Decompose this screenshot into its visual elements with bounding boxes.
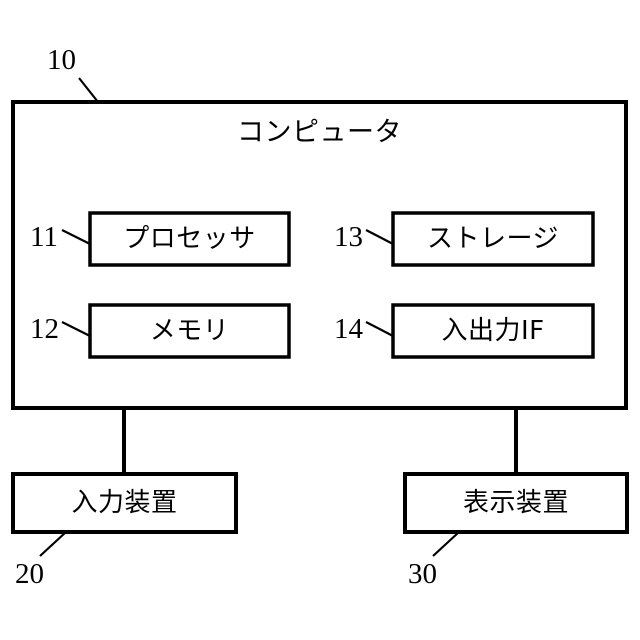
- reference-numeral-12: 12: [30, 313, 59, 345]
- reference-numeral-10: 10: [47, 44, 76, 76]
- leader-line-ref-10: [78, 77, 99, 103]
- reference-numeral-13: 13: [334, 221, 363, 253]
- storage-label: ストレージ: [427, 224, 559, 254]
- processor-box: [88, 211, 291, 267]
- leader-line-ref-20: [39, 531, 67, 557]
- memory-box: [88, 303, 291, 359]
- computer-container-title: コンピュータ: [237, 116, 402, 148]
- memory-label: メモリ: [149, 316, 230, 346]
- display-device-label: 表示装置: [462, 488, 569, 518]
- io-interface-label: 入出力IF: [441, 316, 545, 346]
- storage-box: [391, 211, 595, 267]
- leader-line-ref-11: [61, 229, 91, 245]
- leader-line-ref-12: [61, 321, 91, 337]
- leader-line-ref-13: [365, 229, 394, 245]
- leader-line-ref-14: [365, 321, 394, 337]
- display-device-box: [403, 472, 629, 534]
- reference-numeral-20: 20: [15, 558, 44, 590]
- io-interface-box: [391, 303, 595, 359]
- reference-numeral-30: 30: [408, 558, 437, 590]
- leader-line-ref-30: [432, 531, 460, 557]
- reference-numeral-11: 11: [30, 221, 58, 253]
- reference-numeral-14: 14: [334, 313, 363, 345]
- processor-label: プロセッサ: [123, 224, 256, 254]
- input-device-box: [11, 472, 238, 534]
- input-device-label: 入力装置: [71, 488, 178, 518]
